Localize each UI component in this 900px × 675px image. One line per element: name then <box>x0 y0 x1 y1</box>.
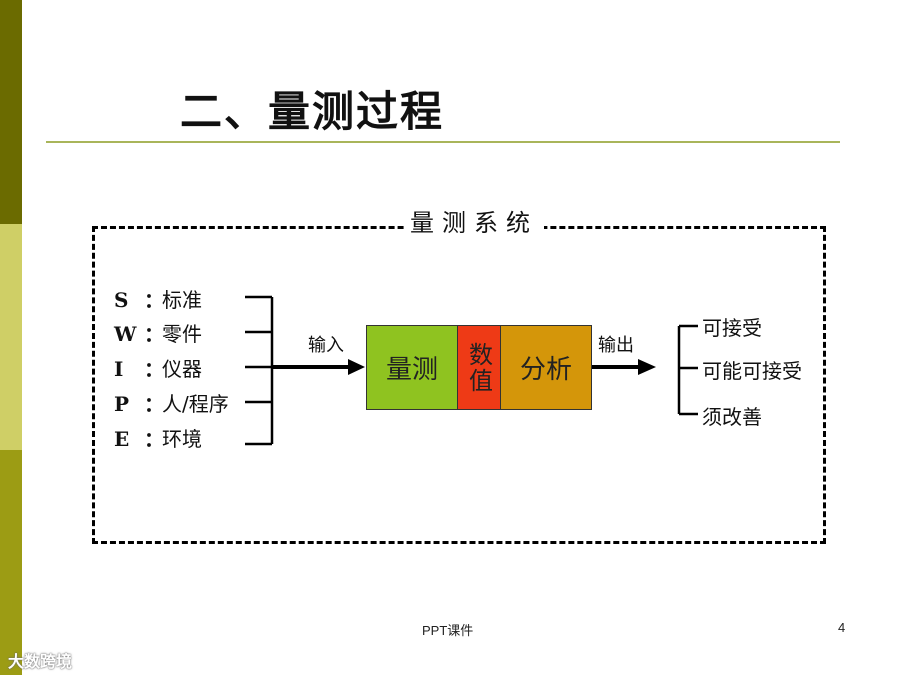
input-value: 标准 <box>162 288 202 312</box>
input-colon: ： <box>144 357 164 381</box>
title-underline <box>46 141 840 143</box>
input-label: 输入 <box>308 335 344 356</box>
input-colon: ： <box>144 392 164 416</box>
page-number: 4 <box>838 620 846 635</box>
side-bar-middle <box>0 224 22 450</box>
input-colon: ： <box>144 427 164 451</box>
watermark-logo: 大数跨境 <box>8 652 73 671</box>
side-bar-bottom <box>0 450 22 675</box>
measure-block: 量测 <box>366 325 458 410</box>
input-item-e: E ：环境 <box>114 424 202 454</box>
side-bar-top <box>0 0 22 224</box>
input-key: E <box>114 427 130 451</box>
analyze-block: 分析 <box>500 325 592 410</box>
input-value: 零件 <box>162 322 202 346</box>
slide-title: 二、量测过程 <box>180 87 445 136</box>
output-needs-improvement: 须改善 <box>702 405 762 429</box>
input-value: 仪器 <box>162 357 202 381</box>
input-key: I <box>114 357 124 381</box>
input-key: P <box>114 392 130 416</box>
input-colon: ： <box>144 288 164 312</box>
input-item-p: P ：人/程序 <box>114 389 229 419</box>
system-label: 量测系统 <box>404 203 544 238</box>
input-arrow-head <box>348 359 365 375</box>
output-label: 输出 <box>598 335 634 356</box>
output-arrow-head <box>638 359 656 375</box>
footer-text: PPT课件 <box>422 623 474 638</box>
input-value: 环境 <box>162 427 202 451</box>
input-key: W <box>114 322 137 346</box>
output-maybe-acceptable: 可能可接受 <box>702 359 802 383</box>
input-item-s: S ：标准 <box>114 285 202 315</box>
input-key: S <box>114 288 129 312</box>
output-acceptable: 可接受 <box>702 316 762 340</box>
input-colon: ： <box>144 322 164 346</box>
input-value: 人/程序 <box>162 392 229 416</box>
input-item-i: I ：仪器 <box>114 354 202 384</box>
input-item-w: W ：零件 <box>114 319 202 349</box>
